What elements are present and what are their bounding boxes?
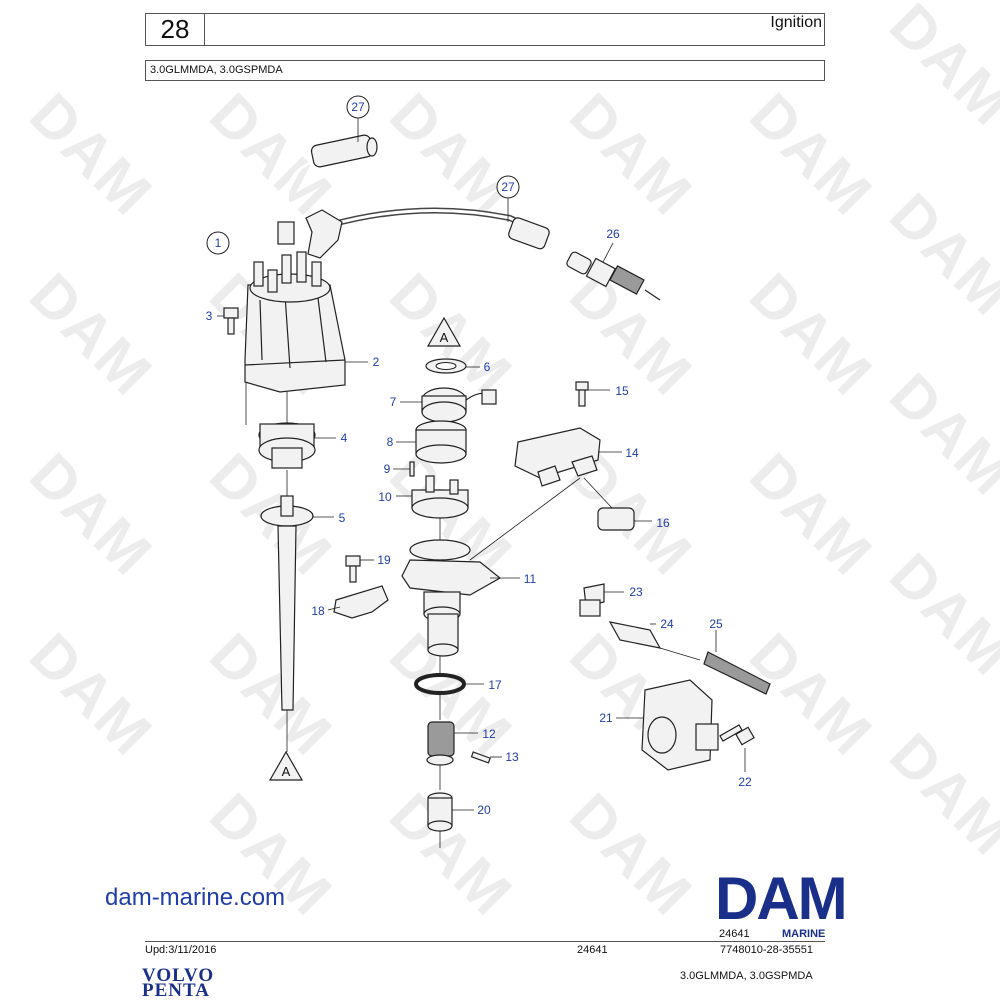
- callout-26: 26: [606, 227, 620, 241]
- callout-15: 15: [615, 384, 629, 398]
- callout-13: 13: [505, 750, 519, 764]
- logo-sub: MARINE: [782, 928, 826, 940]
- website-link[interactable]: dam-marine.com: [105, 884, 286, 911]
- distributor-housing: [401, 518, 502, 675]
- spark-plug-wire-vertical: [277, 134, 378, 245]
- brand-line-2: PENTA: [142, 980, 210, 1001]
- callout-circle: [496, 175, 520, 199]
- callout-24: 24: [660, 617, 674, 631]
- magnet-ring: [411, 475, 469, 519]
- ref-label-top: A: [440, 330, 449, 345]
- page-number: 28: [146, 14, 205, 45]
- center-code: 24641: [577, 944, 608, 956]
- spark-plug: [566, 251, 661, 301]
- callout-8: 8: [387, 435, 394, 449]
- logo-code: 24641: [719, 928, 750, 940]
- rotor: [258, 392, 316, 469]
- reference-mark-top: A: [426, 316, 462, 347]
- wire-harness-connector: [659, 647, 771, 695]
- callout-circle: [206, 231, 230, 255]
- callout-17: 17: [488, 678, 502, 692]
- callout-circle: [346, 95, 370, 119]
- callout-7: 7: [390, 395, 397, 409]
- callout-18: 18: [311, 604, 325, 618]
- module-bolt: [575, 381, 589, 407]
- volvo-penta-logo: VOLVO PENTA: [142, 965, 215, 1001]
- spark-plug-wire-angled: [305, 207, 550, 259]
- hold-down-clamp: [333, 585, 389, 619]
- callout-6: 6: [484, 360, 491, 374]
- footer-models: 3.0GLMMDA, 3.0GSPMDA: [680, 970, 813, 982]
- part-reference: 7748010-28-35551: [720, 944, 813, 956]
- callout-5: 5: [339, 511, 346, 525]
- pickup-coil: [421, 387, 497, 423]
- brand-line-1: VOLVO: [142, 965, 215, 986]
- callout-3: 3: [206, 309, 213, 323]
- bushing: [427, 792, 453, 848]
- pole-piece: [415, 420, 467, 464]
- pin: [409, 461, 415, 477]
- callout-27b: 27: [501, 180, 515, 194]
- ignition-module: [469, 427, 601, 561]
- hold-down-bolt: [345, 555, 361, 583]
- callout-4: 4: [341, 431, 348, 445]
- coil-bracket-clip: [579, 583, 605, 617]
- distributor-shaft: [260, 470, 314, 752]
- callout-10: 10: [378, 490, 392, 504]
- ref-label-bottom: A: [282, 764, 291, 779]
- callout-25: 25: [709, 617, 723, 631]
- callout-9: 9: [384, 462, 391, 476]
- module-connector: [583, 477, 635, 531]
- callout-2: 2: [373, 355, 380, 369]
- dam-logo: DAM: [715, 865, 848, 932]
- callout-27a: 27: [351, 100, 365, 114]
- retaining-ring: [425, 358, 467, 374]
- callout-16: 16: [656, 516, 670, 530]
- callout-1: 1: [215, 236, 222, 250]
- ground-strap: [608, 621, 662, 649]
- callout-20: 20: [477, 803, 491, 817]
- cap-bolt: [223, 307, 239, 335]
- callout-14: 14: [625, 446, 639, 460]
- callout-12: 12: [482, 727, 496, 741]
- o-ring: [414, 673, 466, 720]
- reference-mark-bottom: A: [268, 750, 304, 781]
- callout-19: 19: [377, 553, 391, 567]
- footer-divider: [145, 941, 825, 942]
- header-box: 28 Ignition: [145, 13, 825, 46]
- drive-gear: [426, 721, 455, 790]
- roll-pin: [470, 751, 491, 764]
- callout-23: 23: [629, 585, 643, 599]
- section-title: Ignition: [770, 14, 822, 31]
- coil-bolt: [719, 724, 755, 746]
- callout-11: 11: [524, 572, 537, 586]
- callout-22: 22: [738, 775, 752, 789]
- model-line: 3.0GLMMDA, 3.0GSPMDA: [145, 60, 825, 81]
- callout-21: 21: [599, 711, 613, 725]
- ignition-coil: [641, 679, 719, 771]
- updated-date: Upd:3/11/2016: [145, 944, 217, 956]
- distributor-cap: [244, 251, 346, 425]
